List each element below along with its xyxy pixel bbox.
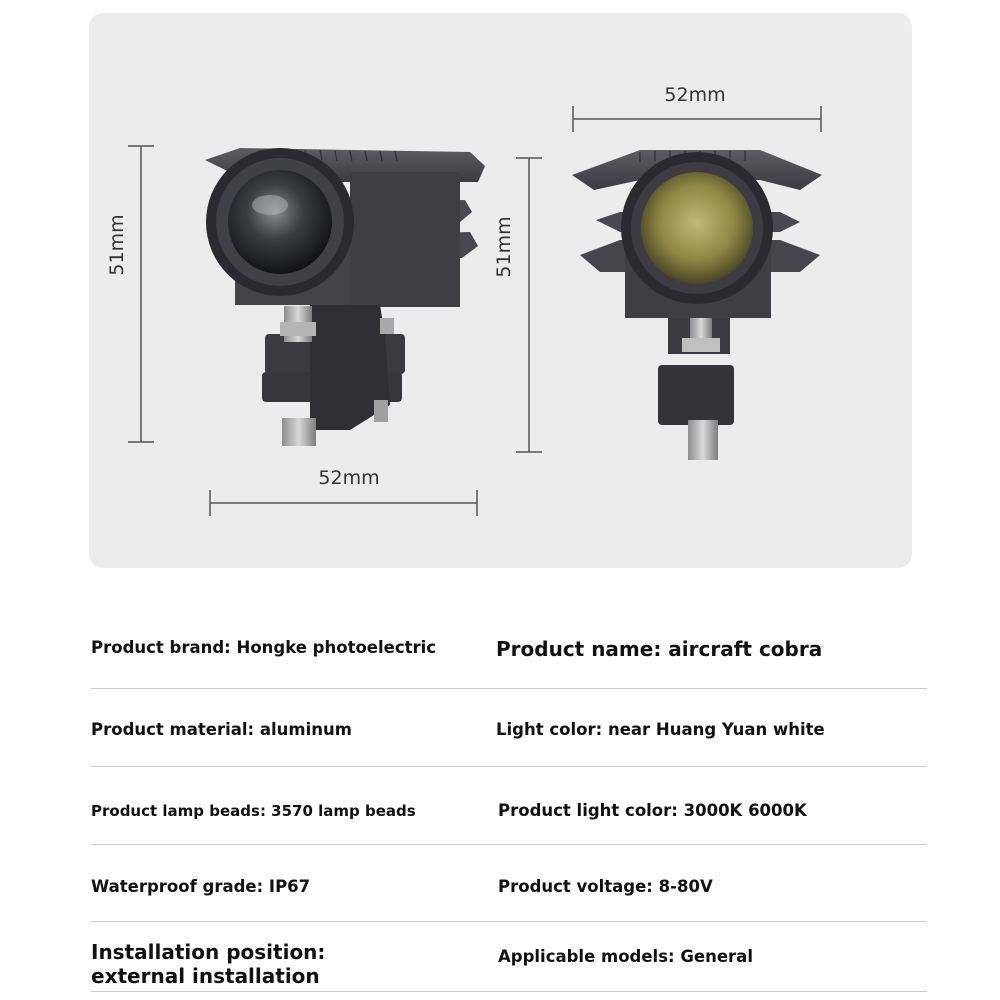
spec-installation-line2: external installation [91,964,320,988]
right-width-dimension: 52mm [572,84,822,132]
left-height-dimension: 51mm [106,145,154,443]
spec-divider [91,844,927,845]
spec-voltage: Product voltage: 8-80V [498,877,713,896]
spec-material: Product material: aluminum [91,720,352,739]
spec-divider [91,766,927,767]
spec-divider [91,688,927,689]
right-width-label: 52mm [664,84,725,106]
product-photo-panel [89,13,912,568]
left-height-label: 51mm [106,214,128,275]
right-lamp-illustration [572,150,822,460]
spec-light-color: Light color: near Huang Yuan white [496,720,825,739]
spec-installation-line1: Installation position: [91,940,326,964]
right-height-dimension: 51mm [493,157,542,453]
spec-divider [91,921,927,922]
right-height-label: 51mm [493,216,515,277]
product-photo: 51mm 52mm 51mm 52mm [106,84,822,516]
spec-divider [91,991,927,992]
spec-lamp-beads: Product lamp beads: 3570 lamp beads [91,802,416,820]
left-width-label: 52mm [318,467,379,489]
spec-installation: Installation position: external installa… [91,940,391,988]
spec-applicable-models: Applicable models: General [498,947,753,966]
spec-product-light-color: Product light color: 3000K 6000K [498,801,807,820]
left-lamp-illustration [205,148,485,446]
spec-brand: Product brand: Hongke photoelectric [91,638,437,657]
left-width-dimension: 52mm [209,467,478,516]
spec-waterproof: Waterproof grade: IP67 [91,877,311,896]
spec-product-name: Product name: aircraft cobra [496,637,823,661]
